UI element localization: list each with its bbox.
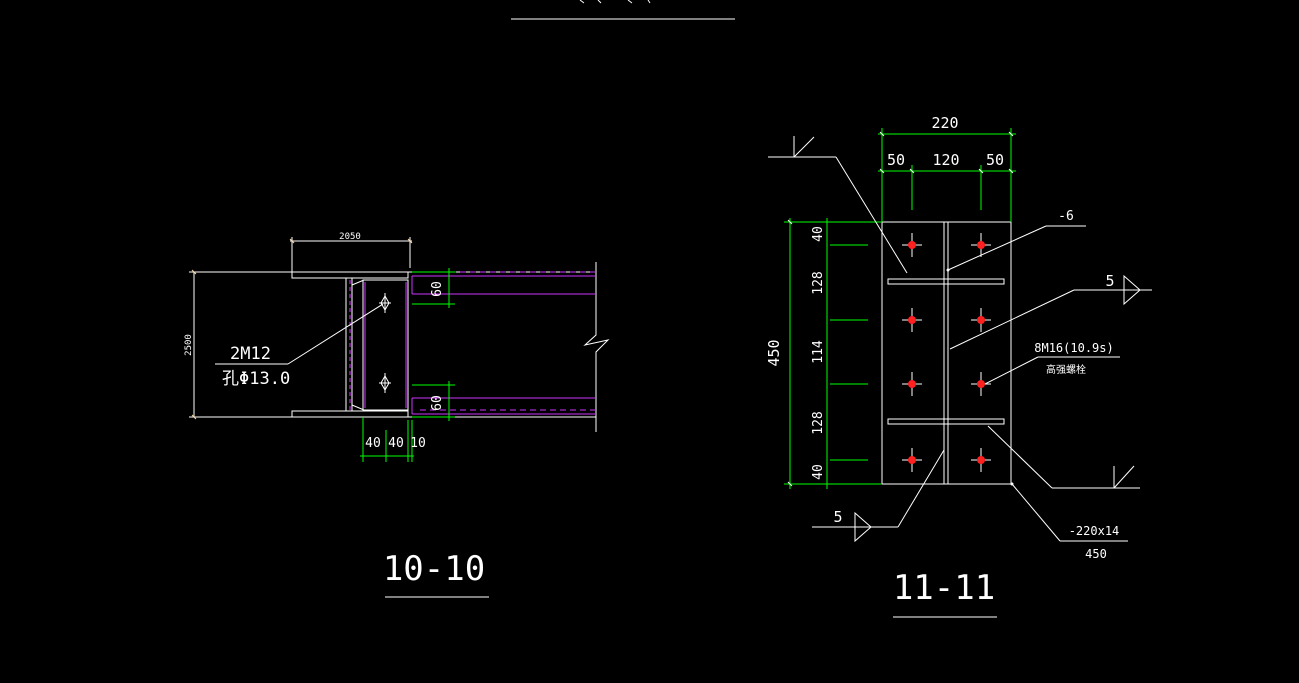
section-10-dimensions: [189, 237, 412, 418]
bolt-11-6: [971, 372, 991, 396]
label-11-web: -6: [1058, 209, 1074, 224]
dim-11-left-1: 40: [811, 226, 826, 242]
dim-11-left-2: 128: [811, 271, 826, 294]
section-10-10: 2050 2500 60 60 40 40 10 2M12 孔Φ13.0: [184, 232, 610, 598]
section-10-title: 10-10: [383, 549, 485, 589]
hole-label-10: 孔Φ13.0: [222, 369, 290, 389]
label-11-weld-bottom: 5: [833, 508, 842, 526]
label-11-plate-bottom: 450: [1085, 547, 1107, 561]
dim-10-left: 2500: [184, 334, 194, 356]
section-10-beam-members: [349, 271, 596, 415]
bolt-11-8: [971, 448, 991, 472]
top-title-fragment: [511, 0, 735, 20]
bolt-11-2: [971, 233, 991, 257]
section-11-title: 11-11: [893, 568, 995, 608]
label-11-weld-top: 5: [1105, 272, 1114, 290]
section-10-leader: [215, 303, 384, 365]
bolt-10-bottom: [379, 373, 391, 393]
section-11-11: 220 50 120 50 450 40 128 114 128 40: [765, 114, 1152, 618]
dim-11-left-5: 40: [811, 464, 826, 480]
section-11-dims-top: [784, 128, 1016, 489]
dim-11-left-4: 128: [811, 411, 826, 434]
dim-10-top: 2050: [339, 232, 361, 242]
label-11-bolt-type: 高强螺栓: [1046, 363, 1086, 376]
dim-11-top-total: 220: [931, 114, 958, 132]
bolt-11-1: [902, 233, 922, 257]
bolt-label-10: 2M12: [230, 344, 271, 364]
dim-11-top-2: 120: [932, 151, 959, 169]
bolt-11-3: [902, 308, 922, 332]
section-11-bolts: [902, 233, 991, 472]
bolt-11-7: [902, 448, 922, 472]
dim-11-left-3: 114: [811, 340, 826, 364]
dim-10-bottom-3: 10: [410, 436, 426, 451]
dim-10-60-bottom: 60: [430, 395, 445, 411]
dim-11-left-total: 450: [765, 339, 783, 366]
bolt-10-top: [379, 293, 391, 313]
bolt-11-5: [902, 372, 922, 396]
bolt-11-4: [971, 308, 991, 332]
dim-10-bottom-2: 40: [388, 436, 404, 451]
section-11-end-plate: [881, 221, 1012, 485]
section-11-leaders: [768, 136, 1152, 543]
dim-10-60-top: 60: [430, 281, 445, 297]
label-11-plate-top: -220x14: [1069, 524, 1120, 538]
section-10-green-dims: [360, 268, 455, 462]
dim-10-bottom-1: 40: [365, 436, 381, 451]
section-10-outline: [291, 262, 610, 432]
dim-11-top-1: 50: [887, 151, 905, 169]
dim-11-top-3: 50: [986, 151, 1004, 169]
section-10-bolts: [379, 293, 391, 393]
label-11-bolt-spec: 8M16(10.9s): [1034, 341, 1113, 355]
